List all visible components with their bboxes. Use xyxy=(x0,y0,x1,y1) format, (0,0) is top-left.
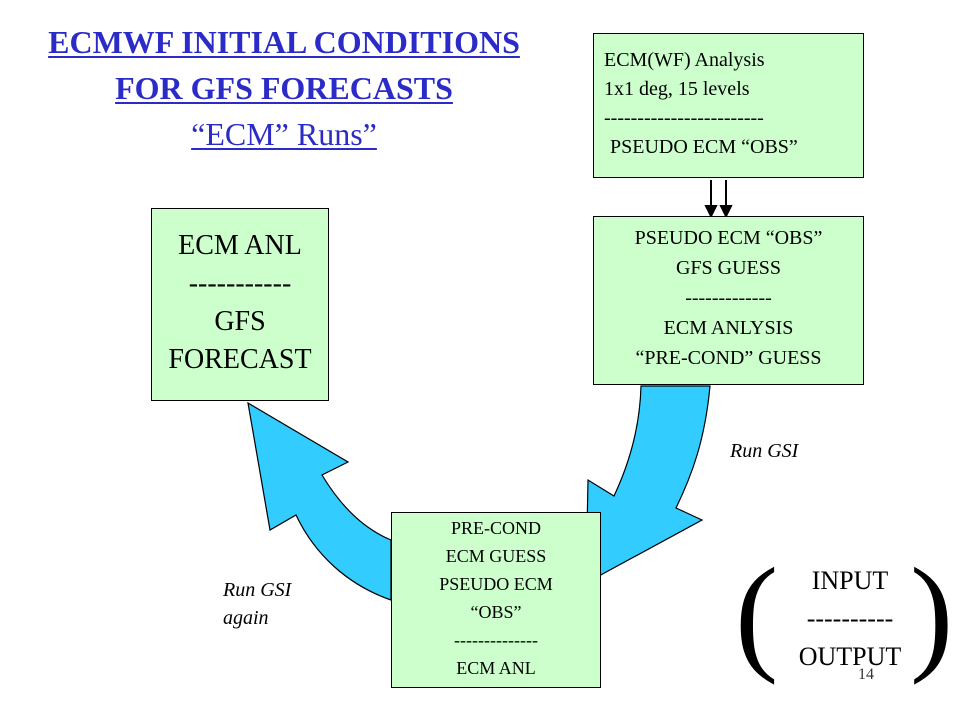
box-line: ECM GUESS xyxy=(445,546,547,566)
box-divider: ------------------------ xyxy=(604,107,764,129)
title-line-1: ECMWF INITIAL CONDITIONS xyxy=(48,24,520,60)
legend-text: INPUT ---------- OUTPUT xyxy=(785,562,915,676)
box-line: GFS xyxy=(214,306,266,337)
box-line: “OBS” xyxy=(470,602,522,622)
box-line: ECM ANL xyxy=(456,658,536,678)
box-line: GFS GUESS xyxy=(675,257,782,279)
box-line: PSEUDO ECM “OBS” xyxy=(634,227,823,249)
legend-input: INPUT xyxy=(811,566,889,595)
run-gsi-label: Run GSI xyxy=(730,440,799,462)
box-divider: ------------- xyxy=(685,287,772,309)
run-gsi-again-label: Run GSI again xyxy=(223,576,291,632)
box-line: PRE-COND xyxy=(450,518,541,538)
box-line: “PRE-COND” GUESS xyxy=(635,347,822,369)
box-line: PSEUDO ECM xyxy=(439,574,553,594)
input-output-legend: ( INPUT ---------- OUTPUT ) xyxy=(735,544,953,688)
box-divider: -------------- xyxy=(454,630,538,650)
box-ecm-anl-gfs-forecast: ECM ANL ----------- GFS FORECAST xyxy=(151,208,329,401)
page-number: 14 xyxy=(858,666,874,683)
run-gsi-again-line-1: Run GSI xyxy=(223,579,292,601)
down-arrows xyxy=(704,180,733,219)
box-line: ECM ANLYSIS xyxy=(663,317,794,339)
down-arrow-left-head xyxy=(704,205,718,219)
curved-arrow-right xyxy=(585,385,711,585)
box-divider: ----------- xyxy=(188,268,292,299)
box-pseudo-obs-guess: PSEUDO ECM “OBS” GFS GUESS -------------… xyxy=(593,216,864,385)
box-ecmwf-analysis: ECM(WF) Analysis 1x1 deg, 15 levels ----… xyxy=(593,33,864,178)
legend-output: OUTPUT xyxy=(798,642,902,671)
title-line-3: “ECM” Runs” xyxy=(191,116,377,152)
down-arrow-right-head xyxy=(719,205,733,219)
box-pre-cond-ecm-anl: PRE-COND ECM GUESS PSEUDO ECM “OBS” ----… xyxy=(391,512,601,688)
legend-open-paren: ( xyxy=(735,542,779,686)
legend-separator: ---------- xyxy=(806,604,894,633)
box-line: ECM(WF) Analysis xyxy=(604,49,765,71)
box-line: PSEUDO ECM “OBS” xyxy=(610,136,798,158)
curved-arrow-left xyxy=(247,401,392,601)
title-line-2: FOR GFS FORECASTS xyxy=(115,70,453,106)
legend-close-paren: ) xyxy=(910,542,954,686)
box-line: 1x1 deg, 15 levels xyxy=(604,78,750,100)
box-line: FORECAST xyxy=(168,344,312,375)
run-gsi-again-line-2: again xyxy=(223,607,269,629)
box-line: ECM ANL xyxy=(178,230,302,261)
